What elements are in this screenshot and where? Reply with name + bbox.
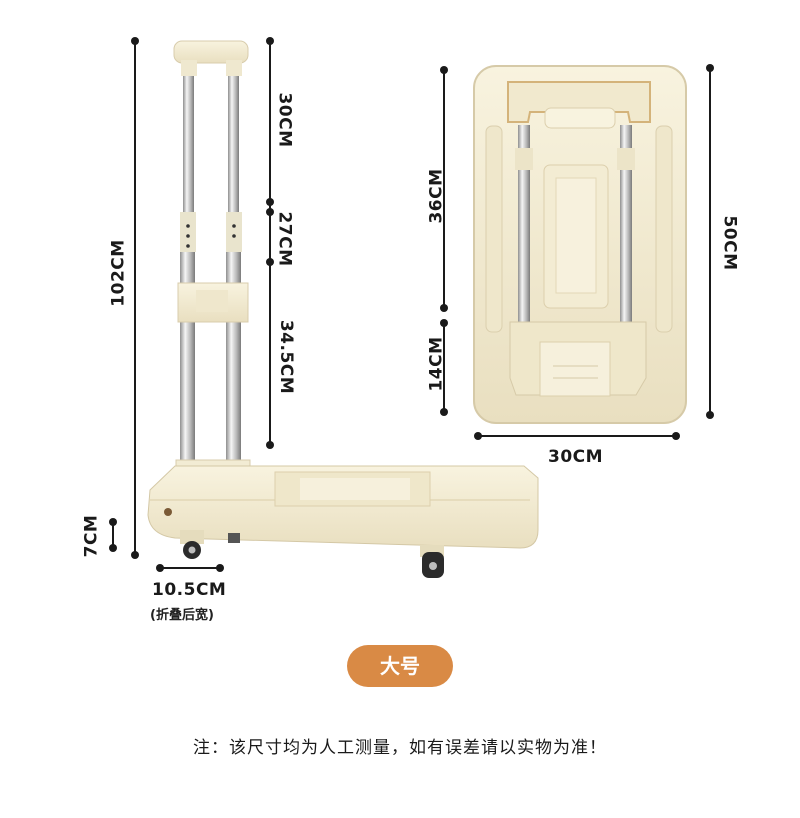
folded-upper-label: 36CM [426,168,447,224]
total-height-label: 102CM [108,239,129,307]
folded-trolley [473,65,687,424]
measurement-disclaimer: 注：该尺寸均为人工测量，如有误差请以实物为准！ [193,738,607,758]
folded-width-label: 10.5CM [152,580,227,600]
handle-mid-label: 27CM [274,211,295,267]
dimension-lines-left [112,41,271,569]
folded-width-bottom-label: 30CM [548,447,604,467]
size-badge: 大号 [347,645,453,687]
dimension-dots-right [440,64,714,440]
handle-rod-left-upper [183,70,194,220]
handle-top-label: 30CM [274,92,295,148]
dimension-dots-left [109,37,274,572]
handle-low-label: 34.5CM [276,319,297,395]
folded-width-note: (折叠后宽) [150,608,214,623]
folded-lower-label: 14CM [426,336,447,392]
handle-rod-right-lower [226,215,241,470]
wheel-front [180,530,204,559]
rod-joint-left [180,212,196,252]
platform [147,465,539,549]
dimension-lines-right [443,68,711,437]
rod-joint-right [226,212,242,252]
handle-rod-left-lower [180,215,195,470]
wheel-rear [420,545,444,578]
unfolded-trolley [147,40,539,578]
handle-grip [173,40,249,64]
folded-length-label: 50CM [719,215,740,271]
handle-rod-right-upper [228,70,239,220]
wheel-height-label: 7CM [81,514,102,558]
